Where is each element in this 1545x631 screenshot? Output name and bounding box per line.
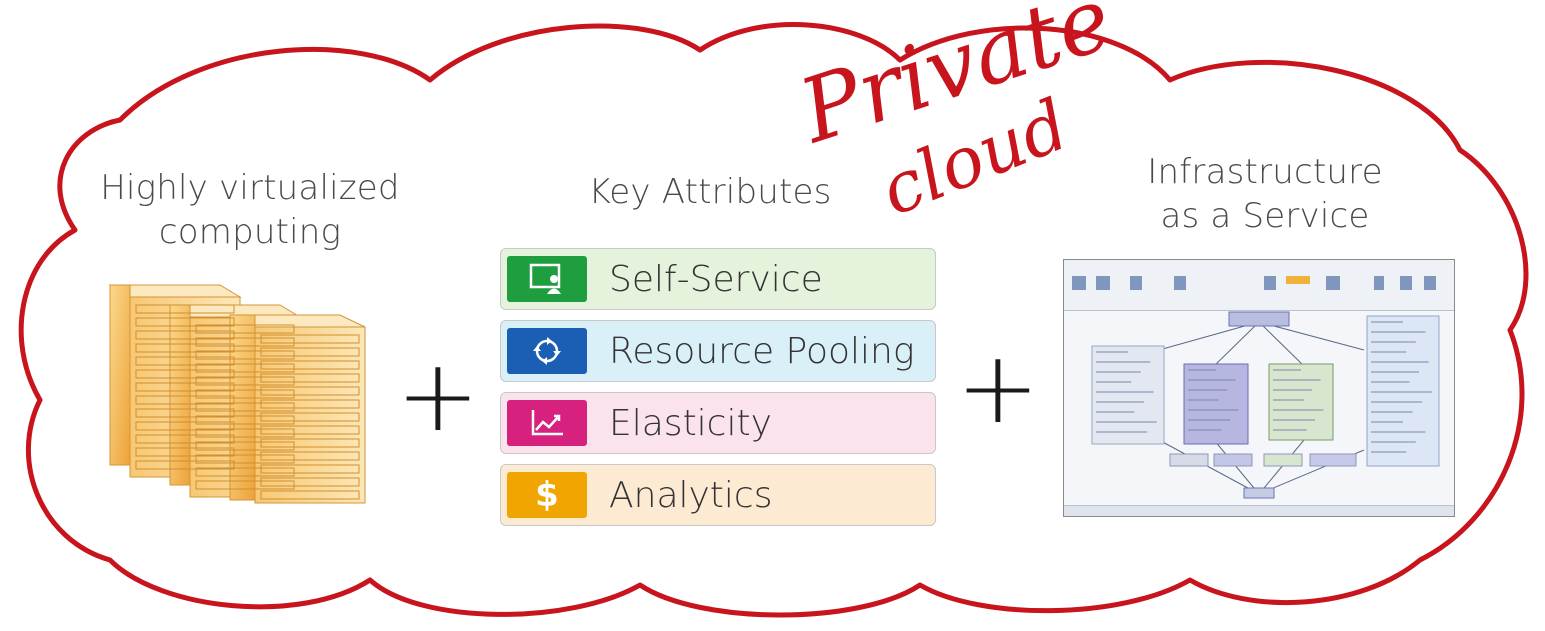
server-slot — [195, 467, 295, 477]
server-slot — [260, 464, 360, 474]
server-slot — [135, 382, 235, 392]
server-slot — [260, 347, 360, 357]
growth-chart-icon — [507, 400, 587, 446]
console-statusbar — [1064, 505, 1454, 516]
server-slot — [260, 490, 360, 500]
server-slot — [260, 412, 360, 422]
attribute-label: Analytics — [609, 474, 773, 516]
server-slot — [195, 415, 295, 425]
server-slot — [195, 441, 295, 451]
iaas-console-screenshot — [1063, 259, 1455, 517]
attribute-resource-pooling: Resource Pooling — [500, 320, 936, 382]
server-slot — [135, 356, 235, 366]
server-racks-image — [108, 284, 366, 504]
server-slot — [195, 337, 295, 347]
server-slot — [195, 480, 295, 490]
server-slot — [135, 460, 235, 470]
server-slot — [260, 399, 360, 409]
person-at-screen-icon — [507, 256, 587, 302]
server-slot — [195, 428, 295, 438]
server-slot — [260, 438, 360, 448]
server-slot — [135, 447, 235, 457]
key-attributes-title: Key Attributes — [588, 172, 832, 212]
server-slot — [195, 402, 295, 412]
server-slot — [195, 454, 295, 464]
server-slot — [260, 477, 360, 487]
plus-sign-1: + — [396, 337, 480, 454]
attribute-label: Resource Pooling — [609, 330, 915, 372]
dollar-icon: $ — [507, 472, 587, 518]
server-slot — [135, 317, 235, 327]
server-slot — [260, 334, 360, 344]
server-slot — [135, 421, 235, 431]
server-slot — [135, 408, 235, 418]
attribute-elasticity: Elasticity — [500, 392, 936, 454]
left-caption-line1: Highly virtualized — [100, 168, 400, 208]
server-slot — [260, 360, 360, 370]
cycle-arrows-icon — [507, 328, 587, 374]
server-slot — [195, 363, 295, 373]
server-slot — [195, 376, 295, 386]
attribute-label: Elasticity — [609, 402, 772, 444]
right-caption-line1: Infrastructure — [1147, 152, 1383, 192]
server-slot — [195, 350, 295, 360]
attribute-analytics: $ Analytics — [500, 464, 936, 526]
server-slot — [135, 395, 235, 405]
server-slot — [260, 373, 360, 383]
server-slot — [260, 451, 360, 461]
server-slot — [260, 425, 360, 435]
attribute-self-service: Self-Service — [500, 248, 936, 310]
attribute-label: Self-Service — [609, 258, 823, 300]
server-slot — [135, 369, 235, 379]
rack-slots — [135, 304, 360, 500]
right-caption-line2: as a Service — [1160, 196, 1370, 236]
server-slot — [135, 330, 235, 340]
console-ribbon — [1064, 260, 1454, 311]
left-caption: Highly virtualized computing — [70, 166, 430, 254]
server-slot — [135, 304, 235, 314]
plus-sign-2: + — [956, 329, 1040, 446]
server-slot — [195, 389, 295, 399]
server-slot — [135, 343, 235, 353]
right-caption: Infrastructure as a Service — [1100, 150, 1430, 238]
server-slot — [195, 324, 295, 334]
server-slot — [135, 434, 235, 444]
server-slot — [260, 386, 360, 396]
console-workflow-diagram — [1072, 276, 1440, 499]
left-caption-line2: computing — [158, 212, 342, 252]
